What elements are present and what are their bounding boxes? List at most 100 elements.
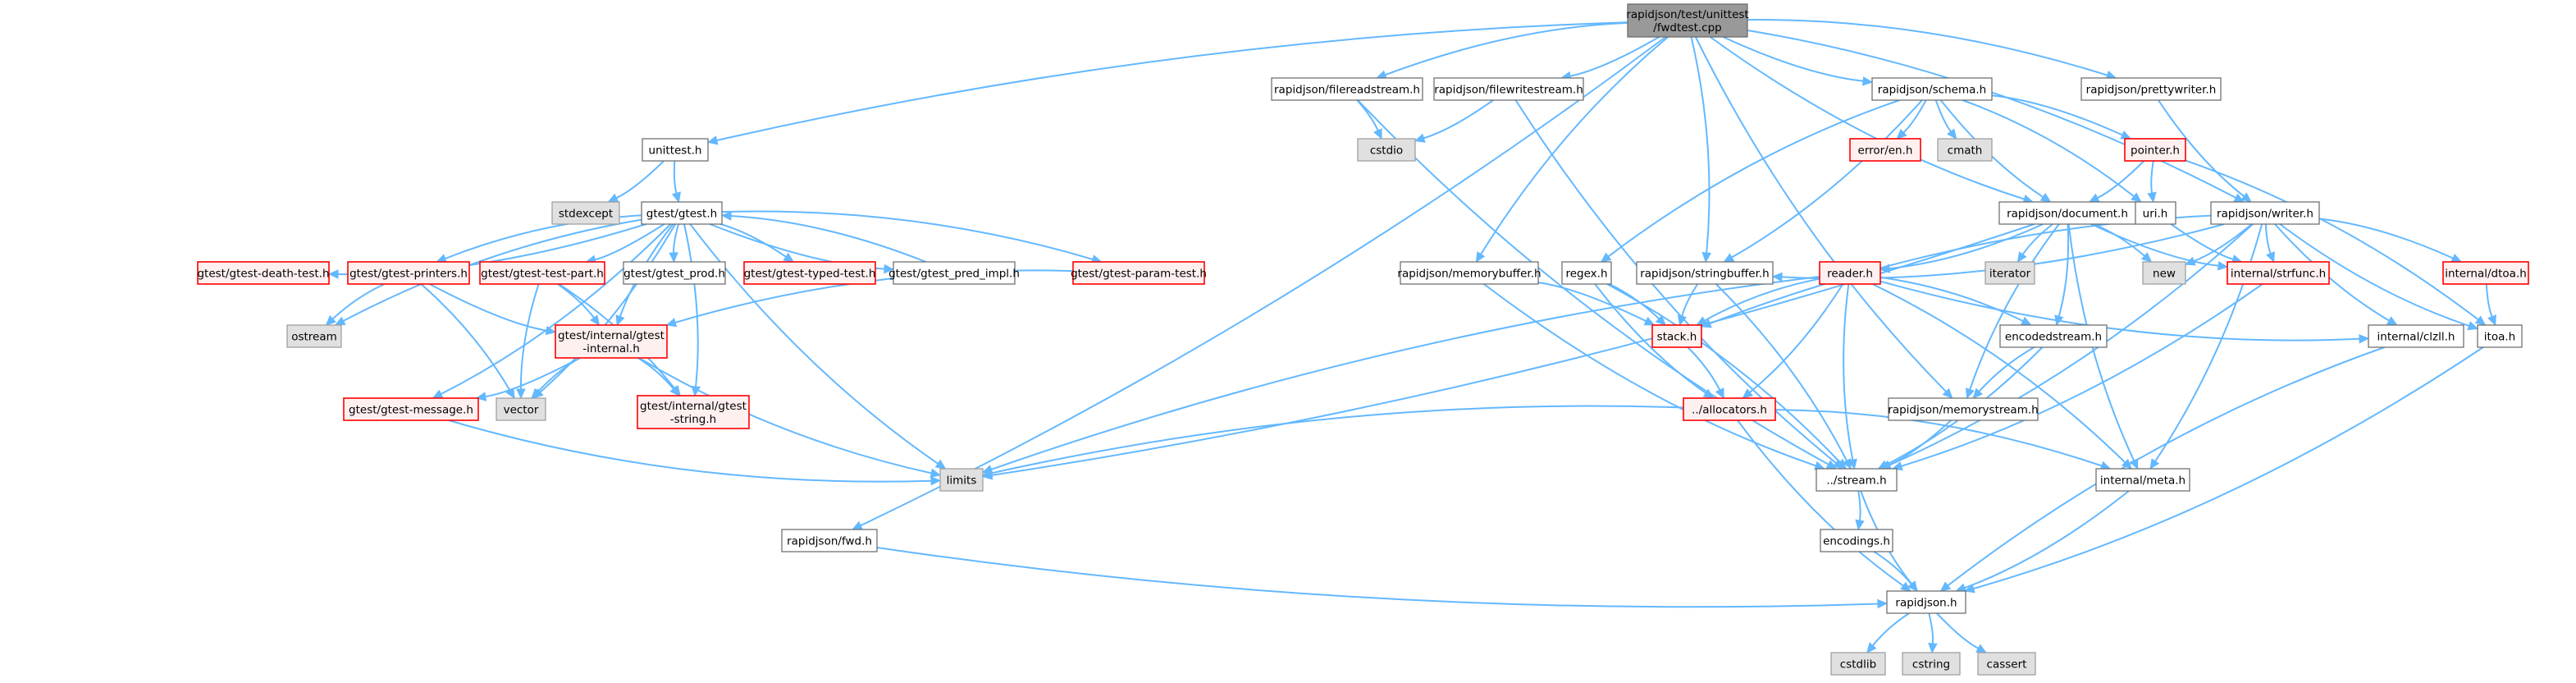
edge-document-to-reader xyxy=(1889,223,2044,270)
arrowhead-message-to-limits xyxy=(930,475,942,486)
node-box-fwdtest xyxy=(1627,3,1748,38)
edge-printers-to-vector xyxy=(420,283,511,392)
node-memorystream[interactable]: rapidjson/memorystream.h xyxy=(1888,397,2039,421)
node-pred_impl[interactable]: gtest/gtest_pred_impl.h xyxy=(888,261,1020,285)
node-box-filereadstream xyxy=(1271,77,1423,101)
node-filewritestream[interactable]: rapidjson/filewritestream.h xyxy=(1433,77,1584,101)
edge-gtest-to-vector xyxy=(539,223,676,393)
node-cassert[interactable]: cassert xyxy=(1977,652,2036,676)
node-stream[interactable]: ../stream.h xyxy=(1816,468,1898,492)
node-box-error_en xyxy=(1849,138,1921,162)
edge-reader-to-stream xyxy=(1843,283,1854,461)
node-gtest_prod[interactable]: gtest/gtest_prod.h xyxy=(623,261,726,285)
node-box-memorystream xyxy=(1888,397,2039,421)
node-box-ostream xyxy=(286,324,342,348)
node-clzll[interactable]: internal/clzll.h xyxy=(2368,324,2464,348)
node-meta[interactable]: internal/meta.h xyxy=(2095,468,2190,492)
node-label-document: rapidjson/document.h xyxy=(2007,208,2128,221)
node-limits[interactable]: limits xyxy=(939,468,984,492)
node-encodings[interactable]: encodings.h xyxy=(1820,529,1893,552)
node-stdexcept[interactable]: stdexcept xyxy=(551,201,620,225)
node-printers[interactable]: gtest/gtest-printers.h xyxy=(347,261,470,285)
node-label-vector: vector xyxy=(504,404,539,417)
arrowhead-internal-to-message xyxy=(475,392,487,401)
node-uri[interactable]: uri.h xyxy=(2134,201,2176,225)
edge-fwdtest-to-unittest xyxy=(716,21,1628,141)
arrowhead-internal-to-limits xyxy=(929,468,942,478)
node-cstdio[interactable]: cstdio xyxy=(1357,138,1416,162)
arrowhead-document-to-iterator xyxy=(2016,251,2027,263)
node-box-cstring xyxy=(1902,652,1961,676)
node-stack[interactable]: stack.h xyxy=(1651,324,1702,348)
node-allocators[interactable]: ../allocators.h xyxy=(1683,397,1776,421)
node-label-prettywriter: rapidjson/prettywriter.h xyxy=(2086,84,2217,97)
edge-unittest-to-gtest xyxy=(673,160,678,194)
arrowhead-encodedstream-to-memorystream xyxy=(1972,387,1984,399)
node-dtoa[interactable]: internal/dtoa.h xyxy=(2442,261,2529,285)
node-itoa[interactable]: itoa.h xyxy=(2477,324,2523,348)
node-gstring[interactable]: gtest/internal/gtest-string.h xyxy=(637,395,750,429)
node-error_en[interactable]: error/en.h xyxy=(1849,138,1921,162)
edge-internal-to-limits xyxy=(638,357,932,474)
node-reader[interactable]: reader.h xyxy=(1819,261,1881,285)
node-internal[interactable]: gtest/internal/gtest-internal.h xyxy=(555,324,668,359)
arrowhead-test_part-to-vector xyxy=(516,388,526,400)
arrowhead-reader-to-stack xyxy=(1696,316,1708,326)
node-death_test[interactable]: gtest/gtest-death-test.h xyxy=(197,261,330,285)
node-test_part[interactable]: gtest/gtest-test-part.h xyxy=(479,261,605,285)
node-pointer[interactable]: pointer.h xyxy=(2124,138,2186,162)
edge-encodedstream-to-memorystream xyxy=(1978,346,2035,392)
node-label-pred_impl: gtest/gtest_pred_impl.h xyxy=(888,268,1020,281)
node-schema[interactable]: rapidjson/schema.h xyxy=(1871,77,1993,101)
edge-writer-to-dtoa xyxy=(2318,218,2454,259)
edge-printers-to-internal xyxy=(429,283,547,332)
node-label-gtest_prod: gtest/gtest_prod.h xyxy=(623,268,725,281)
arrowhead-prettywriter-to-writer xyxy=(2240,192,2252,203)
node-strfunc[interactable]: internal/strfunc.h xyxy=(2227,261,2330,285)
node-label-internal: gtest/internal/gtest xyxy=(558,329,665,342)
node-message[interactable]: gtest/gtest-message.h xyxy=(343,397,479,421)
node-rapidjson[interactable]: rapidjson.h xyxy=(1886,590,1966,614)
edge-filereadstream-to-cstdio xyxy=(1356,99,1379,131)
node-new[interactable]: new xyxy=(2142,261,2186,285)
node-label-printers: gtest/gtest-printers.h xyxy=(349,268,468,281)
node-iterator[interactable]: iterator xyxy=(1985,261,2035,285)
node-box-iterator xyxy=(1985,261,2035,285)
arrowhead-reader-to-allocators xyxy=(1742,388,1753,399)
node-label-typed_test: gtest/gtest-typed-test.h xyxy=(744,268,876,281)
edge-writer-to-stream xyxy=(1889,223,2254,466)
node-unittest[interactable]: unittest.h xyxy=(642,138,709,162)
node-memorybuffer[interactable]: rapidjson/memorybuffer.h xyxy=(1397,261,1541,285)
node-encodedstream[interactable]: encodedstream.h xyxy=(1999,324,2108,348)
edge-writer-to-new xyxy=(2193,223,2253,263)
node-writer[interactable]: rapidjson/writer.h xyxy=(2210,201,2320,225)
node-cstdlib[interactable]: cstdlib xyxy=(1830,652,1886,676)
node-typed_test[interactable]: gtest/gtest-typed-test.h xyxy=(743,261,876,285)
node-label-strfunc: internal/strfunc.h xyxy=(2231,268,2326,281)
arrowhead-fwd-to-rapidjson xyxy=(1877,598,1889,609)
node-param_test[interactable]: gtest/gtest-param-test.h xyxy=(1071,261,1207,285)
arrowhead-rapidjson-to-cassert xyxy=(1975,644,1988,653)
edge-writer-to-itoa xyxy=(2279,223,2469,327)
node-cstring[interactable]: cstring xyxy=(1902,652,1961,676)
node-box-stack xyxy=(1651,324,1702,348)
node-prettywriter[interactable]: rapidjson/prettywriter.h xyxy=(2080,77,2222,101)
node-box-pred_impl xyxy=(893,261,1016,285)
node-document[interactable]: rapidjson/document.h xyxy=(1998,201,2136,225)
arrowhead-pred_impl-to-gtest xyxy=(720,211,732,221)
node-ostream[interactable]: ostream xyxy=(286,324,342,348)
arrowhead-pointer-to-uri xyxy=(2147,191,2157,204)
node-vector[interactable]: vector xyxy=(496,397,546,421)
edge-uri-to-strfunc xyxy=(2170,223,2234,260)
node-gtest[interactable]: gtest/gtest.h xyxy=(641,201,723,225)
node-regex[interactable]: regex.h xyxy=(1561,261,1612,285)
node-fwdtest[interactable]: rapidjson/test/unittest/fwdtest.cpp xyxy=(1626,3,1749,38)
node-fwd[interactable]: rapidjson/fwd.h xyxy=(781,529,878,552)
edge-memorystream-to-stream xyxy=(1889,419,1952,466)
edge-writer-to-strfunc xyxy=(2264,223,2272,254)
node-cmath[interactable]: cmath xyxy=(1937,138,1993,162)
node-stringbuffer[interactable]: rapidjson/stringbuffer.h xyxy=(1636,261,1774,285)
edge-stack-to-allocators xyxy=(1687,346,1721,391)
arrowhead-itoa-to-rapidjson xyxy=(1963,584,1975,594)
node-filereadstream[interactable]: rapidjson/filereadstream.h xyxy=(1271,77,1423,101)
